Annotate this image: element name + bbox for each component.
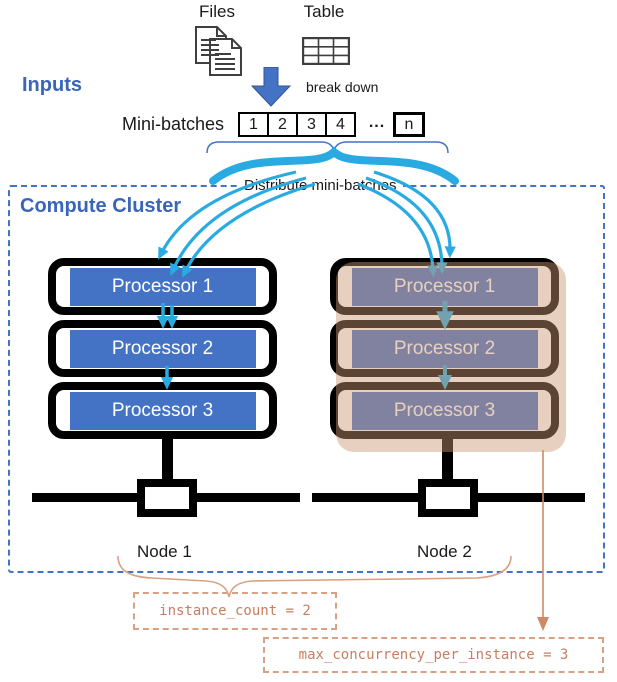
compute-cluster-title: Compute Cluster xyxy=(20,195,182,217)
minibatch-cell: 3 xyxy=(296,112,327,137)
processor-bar: Processor 2 xyxy=(351,329,538,368)
max-concurrency-box: max_concurrency_per_instance = 3 xyxy=(263,637,604,673)
network-switch xyxy=(137,479,197,517)
processor-bar: Processor 3 xyxy=(69,391,256,430)
minibatch-cell: 2 xyxy=(267,112,298,137)
files-icon xyxy=(195,26,242,76)
network-line xyxy=(477,493,585,502)
network-line xyxy=(312,493,419,502)
processor-row: Processor 3 xyxy=(48,382,277,439)
node-1: Processor 1 Processor 2 Processor 3 xyxy=(48,258,277,444)
max-concurrency-text: max_concurrency_per_instance = 3 xyxy=(298,647,569,663)
node-stem xyxy=(442,438,453,480)
node2-tint-overlay xyxy=(336,262,566,452)
break-down-arrow-icon xyxy=(251,67,291,107)
distribute-minibatches-label: Distribute mini-batches xyxy=(238,176,403,195)
table-label: Table xyxy=(303,2,345,21)
processor-bar: Processor 2 xyxy=(69,329,256,368)
break-down-label: break down xyxy=(306,79,379,95)
node-1-label: Node 1 xyxy=(137,542,192,561)
minibatch-cells: 1 2 3 4 xyxy=(238,112,356,137)
network-line xyxy=(196,493,300,502)
minibatch-ellipsis: ... xyxy=(368,114,386,131)
processor-bar: Processor 3 xyxy=(351,391,538,430)
processor-row: Processor 1 xyxy=(48,258,277,315)
minibatch-cell: 4 xyxy=(325,112,356,137)
network-switch xyxy=(418,479,478,517)
table-icon xyxy=(302,37,350,65)
instance-count-text: instance_count = 2 xyxy=(159,603,311,619)
files-label: Files xyxy=(199,2,235,21)
minibatch-brace xyxy=(206,141,449,154)
instance-count-box: instance_count = 2 xyxy=(133,592,337,630)
network-line xyxy=(32,493,138,502)
minibatch-cell-n: n xyxy=(393,112,425,137)
node-2-label: Node 2 xyxy=(417,542,472,561)
minibatch-cell: 1 xyxy=(238,112,269,137)
processor-bar: Processor 1 xyxy=(69,267,256,306)
node-stem xyxy=(162,438,173,480)
processor-row: Processor 2 xyxy=(48,320,277,377)
minibatches-label: Mini-batches xyxy=(122,114,225,134)
inputs-section-label: Inputs xyxy=(22,74,82,96)
